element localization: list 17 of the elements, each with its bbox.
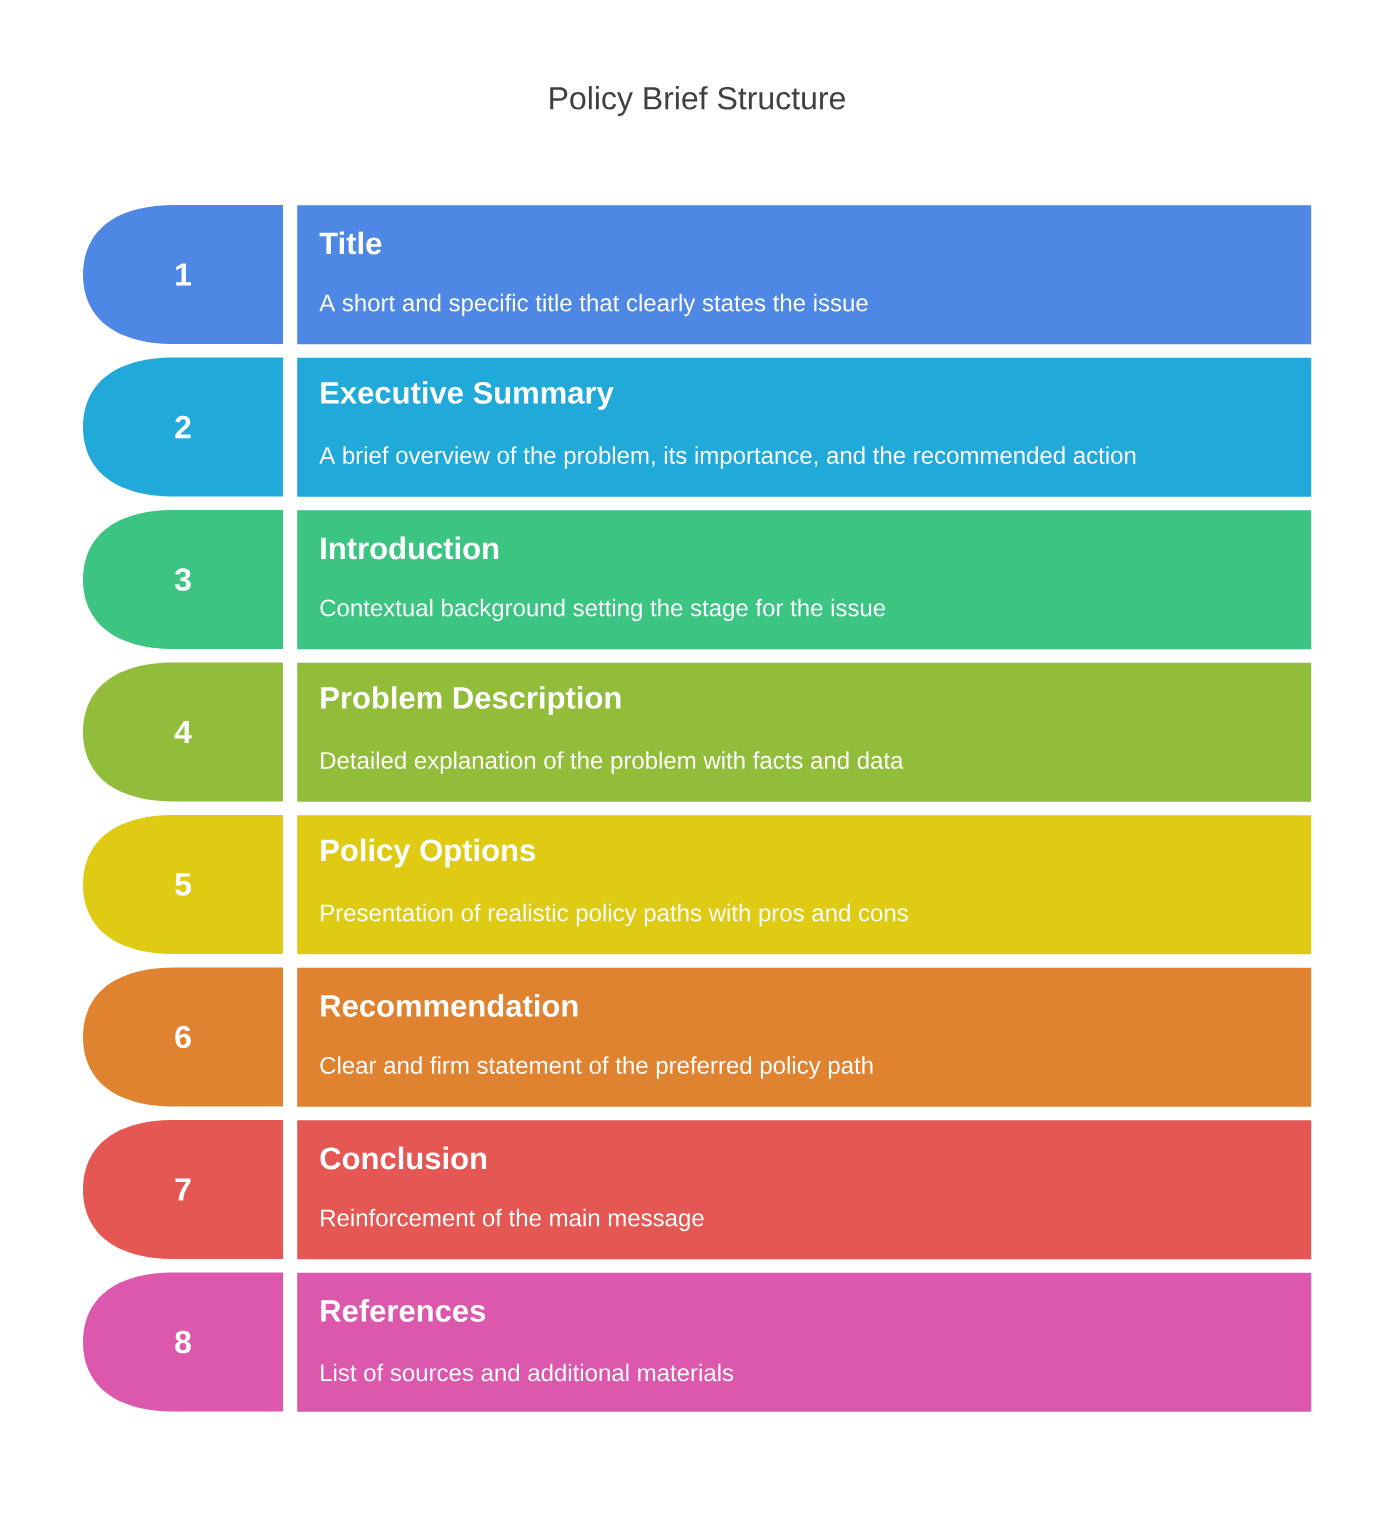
number-tab: 7 [83,1120,283,1259]
section-bar: References List of sources and additional materials [297,1272,1312,1412]
number-tab: 5 [83,815,283,954]
section-bar: Conclusion Reinforcement of the main message [297,1120,1312,1260]
diagram-title: Policy Brief Structure [550,86,845,116]
number-tab: 3 [83,510,283,649]
number-tab: 4 [83,662,283,802]
section-bar: Introduction Contextual background setting the stage for the issue [297,510,1312,650]
section-bar: Problem Description Detailed explanation of the problem with facts and data [297,662,1312,802]
number-tab: 8 [83,1272,283,1412]
number-tab: 2 [83,357,283,497]
number-tab: 1 [83,205,283,344]
section-bar: Recommendation Clear and firm statement of the preferred policy path [297,967,1312,1107]
section-bar: Title A short and specific title that clearly states the issue [297,205,1312,345]
number-tab: 6 [83,967,283,1107]
section-bar: Executive Summary A brief overview of the problem, its importance, and the recommended action [297,357,1312,497]
section-bar: Policy Options Presentation of realistic policy paths with pros and cons [297,815,1312,955]
